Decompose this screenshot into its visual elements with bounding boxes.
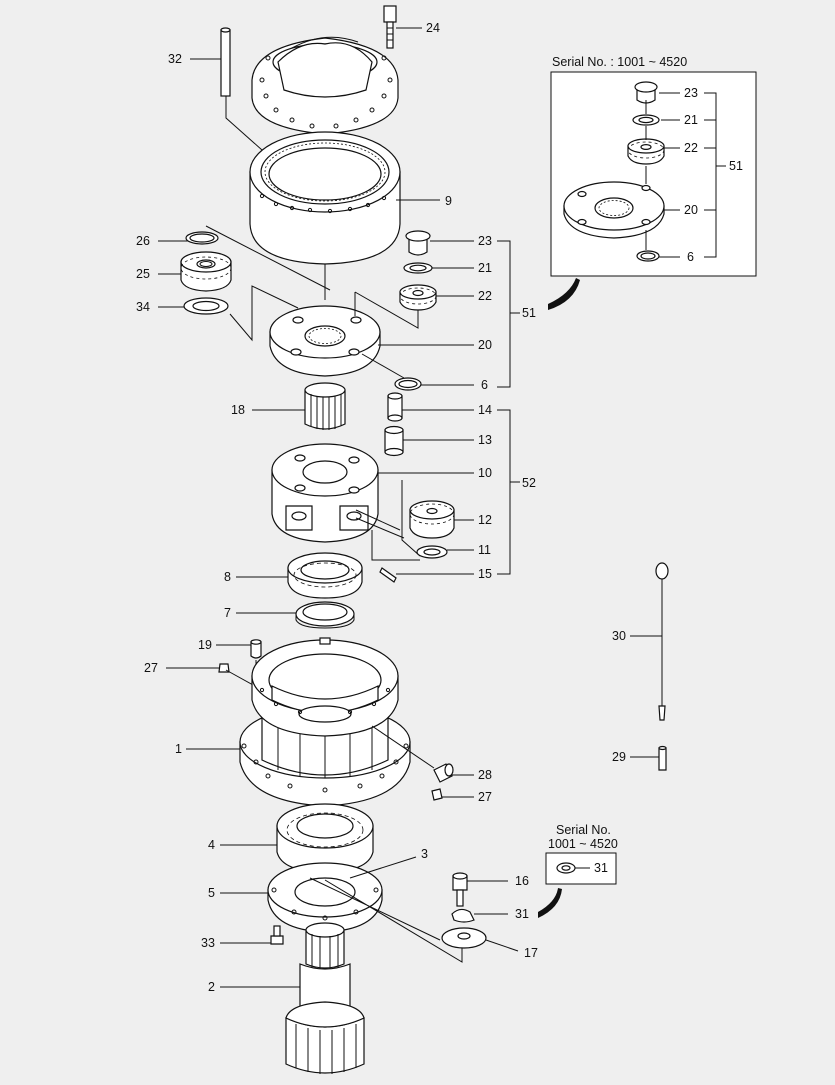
part-15-pin [379, 567, 397, 583]
leader-planet-axis [401, 480, 421, 557]
inset-serial-bottom: Serial No. 1001 ~ 4520 31 [545, 823, 618, 885]
inset-callout-6: 6 [687, 250, 694, 264]
callout-32: 32 [168, 52, 182, 66]
part-4-bearing [276, 803, 374, 873]
callout-8: 8 [224, 570, 231, 584]
callout-28: 28 [478, 768, 492, 782]
callout-9: 9 [445, 194, 452, 208]
leader-lines [158, 27, 662, 988]
inset-serial-top: Serial No. : 1001 ~ 4520 23 21 22 51 20 … [550, 55, 757, 277]
inset-callout-21: 21 [684, 113, 698, 127]
part-30-dipstick [655, 562, 669, 721]
part-7-seal [295, 601, 355, 629]
part-29-tube [658, 745, 667, 771]
callout-10: 10 [478, 466, 492, 480]
callout-20: 20 [478, 338, 492, 352]
callout-6: 6 [481, 378, 488, 392]
part-8-bearing [287, 552, 363, 599]
callout-24: 24 [426, 21, 440, 35]
part-2-pinion-shaft [285, 922, 365, 1074]
callout-23: 23 [478, 234, 492, 248]
inset-top-pointer-arrow [548, 278, 580, 310]
part-26-snap-ring [185, 231, 219, 245]
callout-14: 14 [478, 403, 492, 417]
part-11-washer [416, 545, 448, 559]
part-31-lock-washer [451, 908, 475, 923]
part-22-planet-gear [399, 284, 437, 311]
callout-25: 25 [136, 267, 150, 281]
part-21-washer [403, 262, 433, 274]
part-9-ring-gear [249, 131, 401, 300]
callout-51: 51 [522, 306, 536, 320]
part-28-plug [433, 763, 454, 783]
callout-13: 13 [478, 433, 492, 447]
callout-29: 29 [612, 750, 626, 764]
callout-12: 12 [478, 513, 492, 527]
callout-1: 1 [175, 742, 182, 756]
callout-16: 16 [515, 874, 529, 888]
part-25-planet-gear [180, 251, 232, 292]
callout-19: 19 [198, 638, 212, 652]
part-19-plug [250, 639, 262, 690]
callout-5: 5 [208, 886, 215, 900]
inset-callout-23: 23 [684, 86, 698, 100]
callout-21: 21 [478, 261, 492, 275]
inset-top-title: Serial No. : 1001 ~ 4520 [552, 55, 687, 69]
callout-18: 18 [231, 403, 245, 417]
part-10-carrier [271, 443, 420, 561]
part-24-bolt [383, 5, 397, 49]
callout-31: 31 [515, 907, 529, 921]
leader-left-planet-axis [205, 225, 331, 342]
inset-callout-20: 20 [684, 203, 698, 217]
part-17-plate [441, 927, 487, 949]
part-32-pin [220, 27, 263, 151]
part-33-bolt [270, 925, 284, 945]
callout-26: 26 [136, 234, 150, 248]
part-14-pin [387, 392, 403, 422]
part-34-thrust-washer [183, 297, 229, 315]
inset-bottom-pointer-arrow [538, 888, 562, 918]
callout-7: 7 [224, 606, 231, 620]
part-27-plug-lower [431, 788, 443, 801]
part-20-carrier [269, 305, 381, 377]
callout-2: 2 [208, 980, 215, 994]
callout-3: 3 [421, 847, 428, 861]
callout-30: 30 [612, 629, 626, 643]
callout-27-lower: 27 [478, 790, 492, 804]
part-12-planet-gear [409, 500, 455, 539]
part-23-plug [405, 230, 431, 256]
part-16-bolt [452, 872, 468, 907]
callout-27-upper: 27 [144, 661, 158, 675]
callout-labels: 24 32 9 26 25 34 23 21 22 20 6 51 18 14 … [136, 21, 626, 994]
callout-15: 15 [478, 567, 492, 581]
inset-callout-31: 31 [594, 861, 608, 875]
callout-22: 22 [478, 289, 492, 303]
callout-52: 52 [522, 476, 536, 490]
inset-callout-51: 51 [729, 159, 743, 173]
part-top-cover [251, 36, 399, 135]
part-6-snap-ring [394, 377, 422, 391]
inset-callout-22: 22 [684, 141, 698, 155]
inset-bottom-title-line2: 1001 ~ 4520 [548, 837, 618, 851]
callout-34: 34 [136, 300, 150, 314]
callout-11: 11 [478, 543, 491, 557]
bracket-51 [497, 240, 520, 388]
part-18-sun-gear [304, 382, 346, 430]
bracket-52 [497, 409, 520, 575]
part-1-housing [239, 637, 435, 807]
inset-bottom-title-line1: Serial No. [556, 823, 611, 837]
callout-4: 4 [208, 838, 215, 852]
callout-17: 17 [524, 946, 538, 960]
callout-33: 33 [201, 936, 215, 950]
part-13-pin [384, 425, 404, 457]
